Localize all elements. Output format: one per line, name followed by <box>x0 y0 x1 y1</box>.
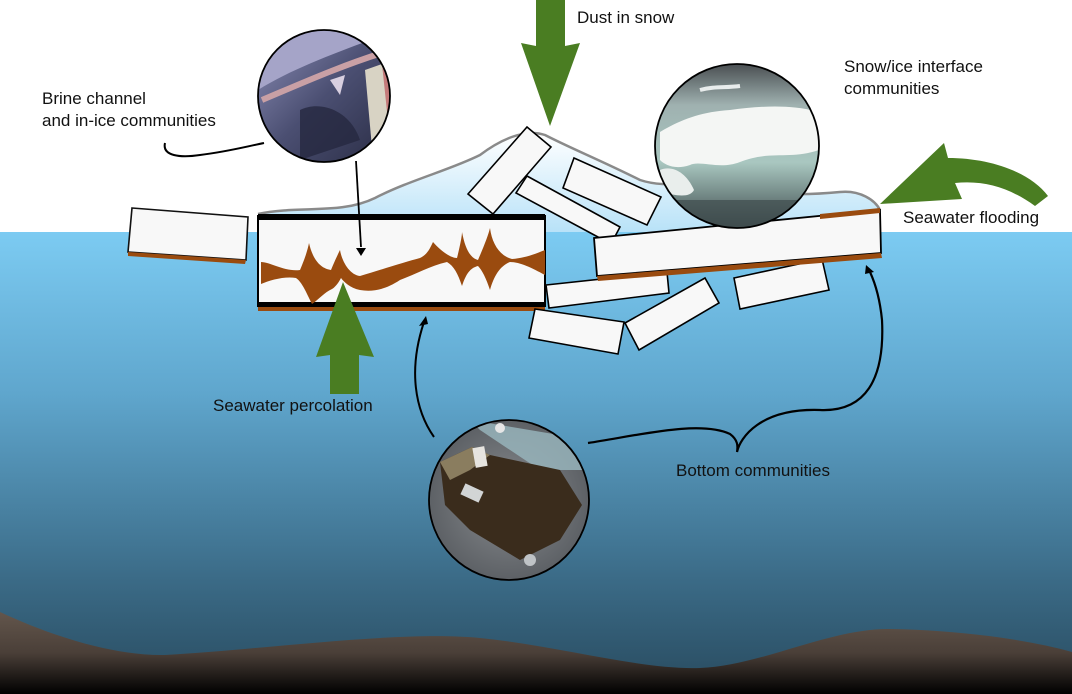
brine-callout-line <box>163 142 265 158</box>
dust-in-snow-label: Dust in snow <box>577 8 675 27</box>
ice-floe-right <box>593 208 882 281</box>
bottom-communities-label: Bottom communities <box>676 461 830 480</box>
bottom-right-arrowhead <box>865 265 874 274</box>
seafloor-sediment <box>0 612 1072 694</box>
bottom-left-curve <box>414 321 435 438</box>
seawater-flooding-arrow <box>880 143 1048 206</box>
snow-ice-label-line1: Snow/ice interface <box>844 57 983 76</box>
brine-pointer-line <box>355 160 362 248</box>
brine-channel-label: Brine channel and in-ice communities <box>42 88 216 132</box>
snow-ice-interface-photo <box>654 63 820 229</box>
ice-floe-main <box>257 214 546 311</box>
brine-channels <box>261 228 545 304</box>
brine-channel-photo <box>257 29 391 163</box>
snow-ice-label-line2: communities <box>844 79 940 98</box>
seawater-flooding-label: Seawater flooding <box>903 208 1040 227</box>
seawater-percolation-label: Seawater percolation <box>213 396 373 415</box>
seawater-percolation-arrow <box>316 282 374 394</box>
bottom-brace <box>587 271 884 453</box>
ice-floe-left <box>127 207 249 264</box>
brine-pointer-arrowhead <box>356 248 366 256</box>
brine-channel-label-line2: and in-ice communities <box>42 111 216 130</box>
brine-channel-label-line1: Brine channel <box>42 89 146 108</box>
snow-ice-interface-label: Snow/ice interface communities <box>844 56 983 100</box>
bottom-communities-photo <box>428 419 590 581</box>
dust-in-snow-arrow <box>521 0 580 126</box>
bottom-left-arrowhead <box>419 316 428 326</box>
